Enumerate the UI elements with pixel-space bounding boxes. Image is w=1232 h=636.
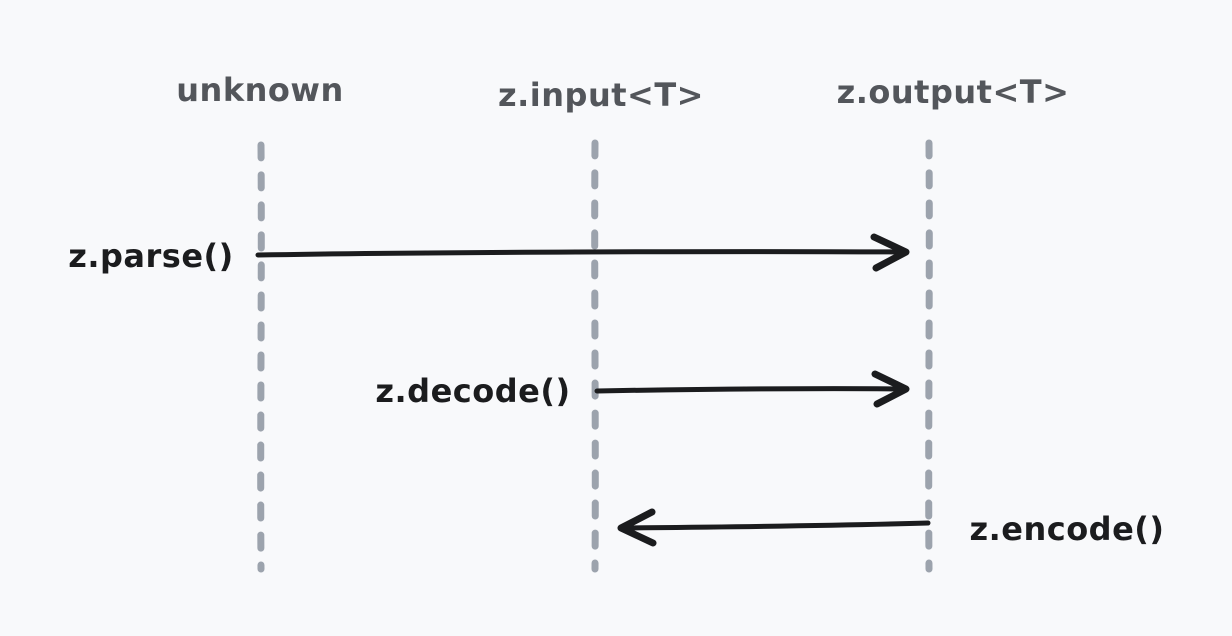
arrow-decode-head: [871, 370, 910, 408]
arrow-parse-shaft: [255, 249, 906, 258]
lifeline-label-output: z.output<T>: [836, 73, 1070, 111]
lifeline-output: [925, 139, 933, 573]
lifeline-label-unknown: unknown: [176, 71, 344, 109]
message-label-parse: z.parse(): [68, 237, 234, 275]
lifeline-unknown: [257, 141, 265, 573]
arrow-parse: [255, 233, 910, 272]
arrow-encode-head: [617, 508, 657, 547]
arrow-parse-head: [870, 233, 910, 272]
arrow-decode: [594, 370, 910, 408]
message-label-decode: z.decode(): [375, 372, 571, 410]
message-label-encode: z.encode(): [969, 510, 1165, 548]
lifeline-label-input: z.input<T>: [498, 76, 704, 114]
arrow-encode: [617, 508, 931, 547]
lifeline-input: [591, 139, 599, 573]
arrow-decode-shaft: [594, 386, 906, 394]
arrow-encode-shaft: [622, 520, 931, 531]
